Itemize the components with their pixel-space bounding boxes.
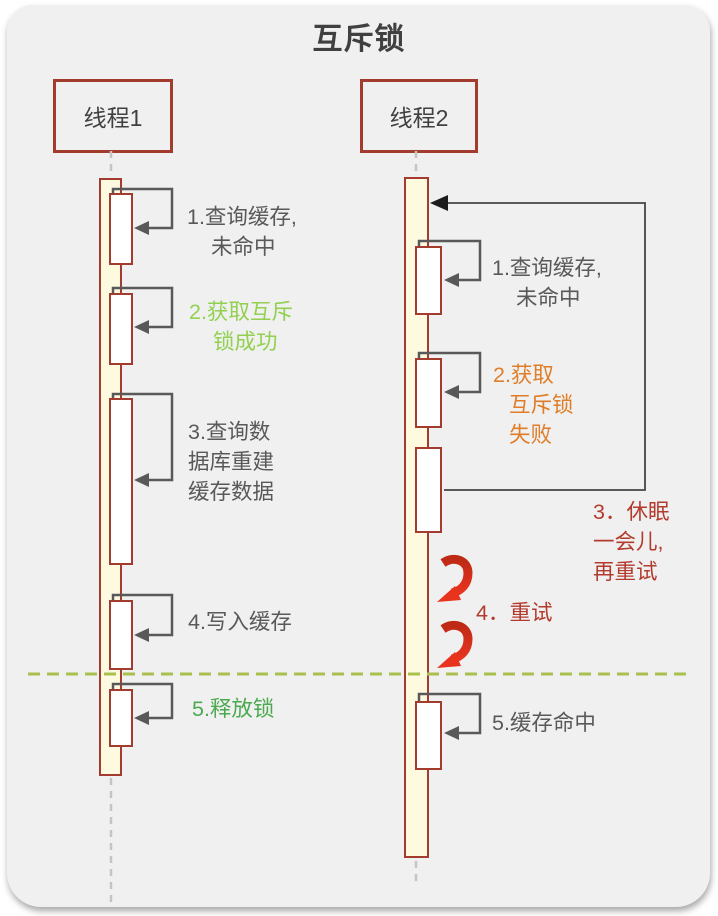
- thread2-step5-label: 5.缓存命中: [492, 711, 596, 735]
- thread1-name: 线程1: [83, 105, 143, 131]
- thread1-activation-step1: [109, 193, 133, 265]
- thread2-step3-label: 3．休眠 一会儿, 再重试: [593, 500, 670, 584]
- thread1-step2-label: 2.获取互斥 锁成功: [189, 300, 293, 354]
- thread2-activation-step2: [415, 358, 442, 428]
- thread1-activation-step5: [109, 689, 133, 747]
- thread2-step1-label: 1.查询缓存, 未命中: [492, 256, 602, 310]
- thread1-step5-label: 5.释放锁: [192, 697, 275, 721]
- thread1-step4-label: 4.写入缓存: [188, 610, 292, 634]
- thread2-activation-step5: [415, 701, 442, 770]
- thread2-name: 线程2: [389, 105, 449, 131]
- diagram-title: 互斥锁: [312, 23, 406, 56]
- thread1-header-box: 线程1: [53, 79, 173, 153]
- thread1-activation-step2: [109, 293, 133, 365]
- thread1-step3-label: 3.查询数 据库重建 缓存数据: [188, 420, 275, 504]
- thread1-step1-label: 1.查询缓存, 未命中: [187, 205, 297, 259]
- thread1-activation-step3: [109, 398, 133, 565]
- thread2-activation-step3: [415, 447, 442, 533]
- thread1-activation-step4: [109, 600, 133, 670]
- thread2-step2-label: 2.获取 互斥锁 失败: [493, 363, 574, 447]
- thread2-activation-step1: [415, 246, 442, 315]
- thread2-step4-label: 4．重试: [476, 601, 553, 625]
- thread2-header-box: 线程2: [360, 79, 478, 153]
